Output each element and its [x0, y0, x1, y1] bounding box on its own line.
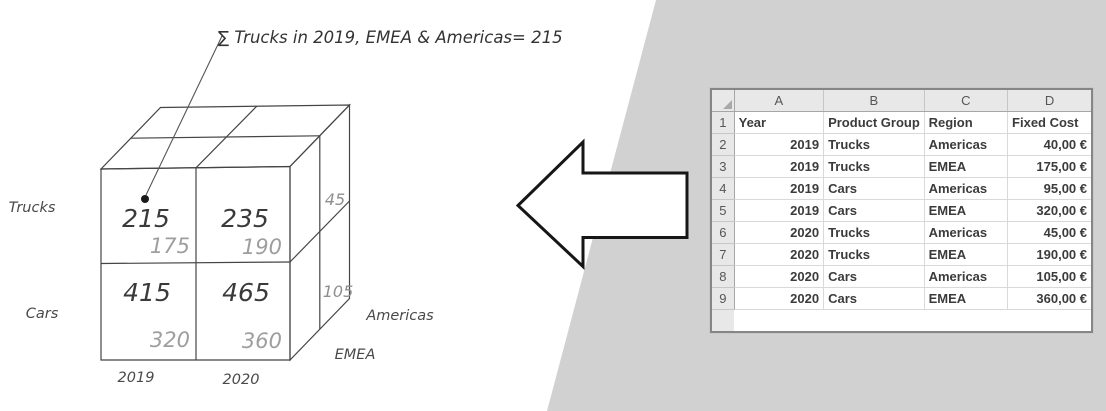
cell-year: 2020 — [734, 243, 825, 266]
row-number: 6 — [711, 221, 735, 244]
cell-product: Trucks — [823, 243, 925, 266]
cell-region: EMEA — [924, 243, 1009, 266]
empty-row-sliver — [711, 309, 1092, 332]
cell-product: Trucks — [823, 155, 925, 178]
value-cars-2020: 465 — [222, 278, 270, 307]
header-fixed-cost: Fixed Cost — [1007, 111, 1093, 134]
cube-front-face — [100, 165, 291, 361]
table-row: 8 2020 Cars Americas 105,00 € — [711, 265, 1093, 288]
side-value-trucks: 45 — [325, 190, 345, 209]
label-cars: Cars — [26, 306, 59, 322]
cell-product: Trucks — [823, 133, 925, 156]
subvalue-cars-2020: 360 — [242, 329, 282, 353]
annotation-text: ∑ Trucks in 2019, EMEA & Americas= 215 — [218, 28, 563, 47]
cell-cost: 360,00 € — [1007, 287, 1093, 310]
table-row: 7 2020 Trucks EMEA 190,00 € — [711, 243, 1093, 266]
label-emea: EMEA — [335, 347, 376, 363]
row-number: 2 — [711, 133, 735, 156]
label-americas: Americas — [365, 308, 434, 324]
leader-dot — [141, 195, 149, 203]
left-block-arrow — [515, 138, 689, 270]
cell-region: EMEA — [924, 155, 1009, 178]
row-number: 1 — [711, 111, 735, 134]
cell-product: Cars — [823, 199, 925, 222]
cell-region: Americas — [924, 221, 1009, 244]
row-number: 3 — [711, 155, 735, 178]
cell-cost: 40,00 € — [1007, 133, 1093, 156]
cube-grid-lines — [100, 105, 350, 360]
header-region: Region — [924, 111, 1009, 134]
cell-cost: 105,00 € — [1007, 265, 1093, 288]
cell-year: 2020 — [734, 221, 825, 244]
cell-region: Americas — [924, 265, 1009, 288]
select-all-triangle-icon — [722, 100, 732, 109]
select-all-corner — [711, 89, 735, 112]
row-number: 5 — [711, 199, 735, 222]
subvalue-cars-2019: 320 — [150, 328, 190, 352]
cell-year: 2020 — [734, 287, 825, 310]
cell-year: 2019 — [734, 199, 825, 222]
table-row: 4 2019 Cars Americas 95,00 € — [711, 177, 1093, 200]
cell-region: Americas — [924, 133, 1009, 156]
row-number: 8 — [711, 265, 735, 288]
subvalue-trucks-2020: 190 — [242, 235, 282, 259]
leader-line — [145, 35, 223, 196]
label-2019: 2019 — [118, 370, 155, 386]
table-row: 5 2019 Cars EMEA 320,00 € — [711, 199, 1093, 222]
cell-product: Cars — [823, 287, 925, 310]
column-header-b: B — [823, 89, 925, 112]
cell-product: Cars — [823, 177, 925, 200]
table-row: 2 2019 Trucks Americas 40,00 € — [711, 133, 1093, 156]
cell-year: 2019 — [734, 177, 825, 200]
side-value-cars: 105 — [323, 282, 354, 301]
cell-cost: 190,00 € — [1007, 243, 1093, 266]
cell-product: Trucks — [823, 221, 925, 244]
cell-year: 2020 — [734, 265, 825, 288]
table-row: 3 2019 Trucks EMEA 175,00 € — [711, 155, 1093, 178]
cell-cost: 175,00 € — [1007, 155, 1093, 178]
label-trucks: Trucks — [9, 200, 56, 216]
subvalue-trucks-2019: 175 — [150, 234, 190, 258]
row-number: 7 — [711, 243, 735, 266]
column-header-row: A B C D — [711, 89, 1093, 112]
row-number: 9 — [711, 287, 735, 310]
value-trucks-2020: 235 — [221, 204, 269, 233]
cell-cost: 320,00 € — [1007, 199, 1093, 222]
cell-region: EMEA — [924, 199, 1009, 222]
label-2020: 2020 — [223, 372, 260, 388]
cell-year: 2019 — [734, 155, 825, 178]
spreadsheet: A B C D 1 Year Product Group Region Fixe… — [710, 88, 1093, 333]
value-trucks-2019: 215 — [122, 204, 170, 233]
table-row: 6 2020 Trucks Americas 45,00 € — [711, 221, 1093, 244]
cell-region: EMEA — [924, 287, 1009, 310]
header-product-group: Product Group — [823, 111, 925, 134]
cell-cost: 45,00 € — [1007, 221, 1093, 244]
cell-year: 2019 — [734, 133, 825, 156]
cell-region: Americas — [924, 177, 1009, 200]
table-row: 1 Year Product Group Region Fixed Cost — [711, 111, 1093, 134]
column-header-c: C — [924, 89, 1009, 112]
table-row: 9 2020 Cars EMEA 360,00 € — [711, 287, 1093, 310]
row-number: 4 — [711, 177, 735, 200]
header-year: Year — [734, 111, 825, 134]
column-header-a: A — [734, 89, 825, 112]
cell-cost: 95,00 € — [1007, 177, 1093, 200]
value-cars-2019: 415 — [123, 278, 171, 307]
cell-product: Cars — [823, 265, 925, 288]
column-header-d: D — [1007, 89, 1093, 112]
